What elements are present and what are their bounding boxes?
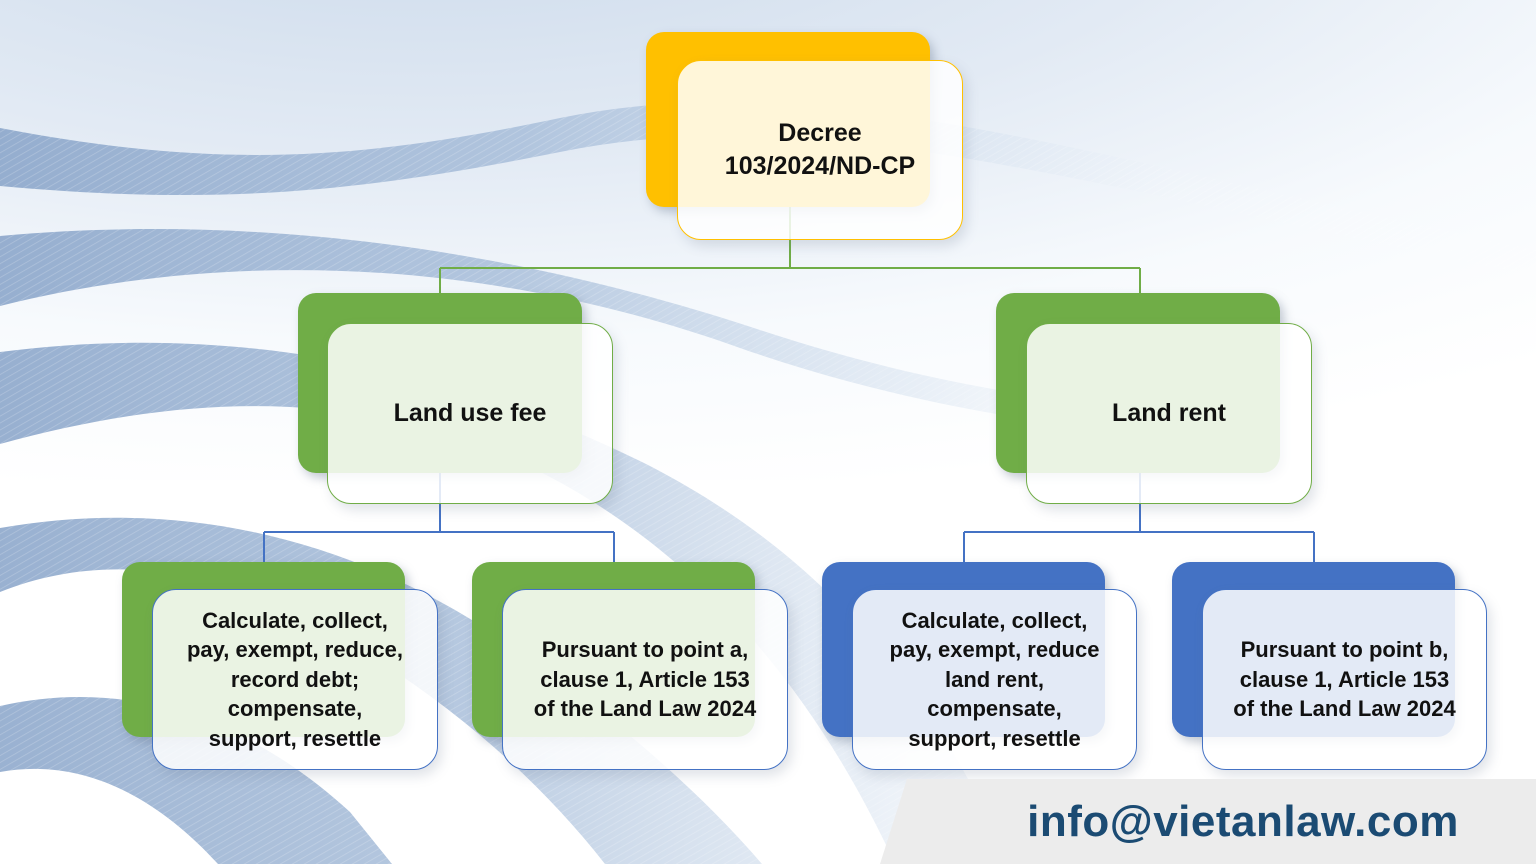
land-use-fee-scope-label: Calculate, collect, pay, exempt, reduce,… (186, 607, 403, 751)
land-rent-legal-basis-label: Pursuant to point b, clause 1, Article 1… (1233, 637, 1456, 722)
footer-banner: info@vietanlaw.com (880, 779, 1536, 864)
land-rent-node-label: Land rent (1112, 398, 1226, 427)
land-use-fee-legal-basis-label: Pursuant to point a, clause 1, Article 1… (533, 637, 757, 722)
land-rent-scope-node: Calculate, collect, pay, exempt, reduce … (852, 589, 1137, 770)
land-use-fee-scope-node: Calculate, collect, pay, exempt, reduce,… (152, 589, 438, 770)
decree-node: Decree 103/2024/ND-CP (677, 60, 963, 240)
land-use-fee-legal-basis-node: Pursuant to point a, clause 1, Article 1… (502, 589, 788, 770)
land-use-fee-node: Land use fee (327, 323, 613, 504)
land-rent-node: Land rent (1026, 323, 1312, 504)
land-rent-legal-basis-node: Pursuant to point b, clause 1, Article 1… (1202, 589, 1487, 770)
footer-email: info@vietanlaw.com (1027, 796, 1459, 846)
land-use-fee-node-label: Land use fee (393, 398, 547, 427)
decree-node-label: Decree 103/2024/ND-CP (724, 118, 916, 181)
land-rent-scope-label: Calculate, collect, pay, exempt, reduce … (889, 607, 1100, 751)
